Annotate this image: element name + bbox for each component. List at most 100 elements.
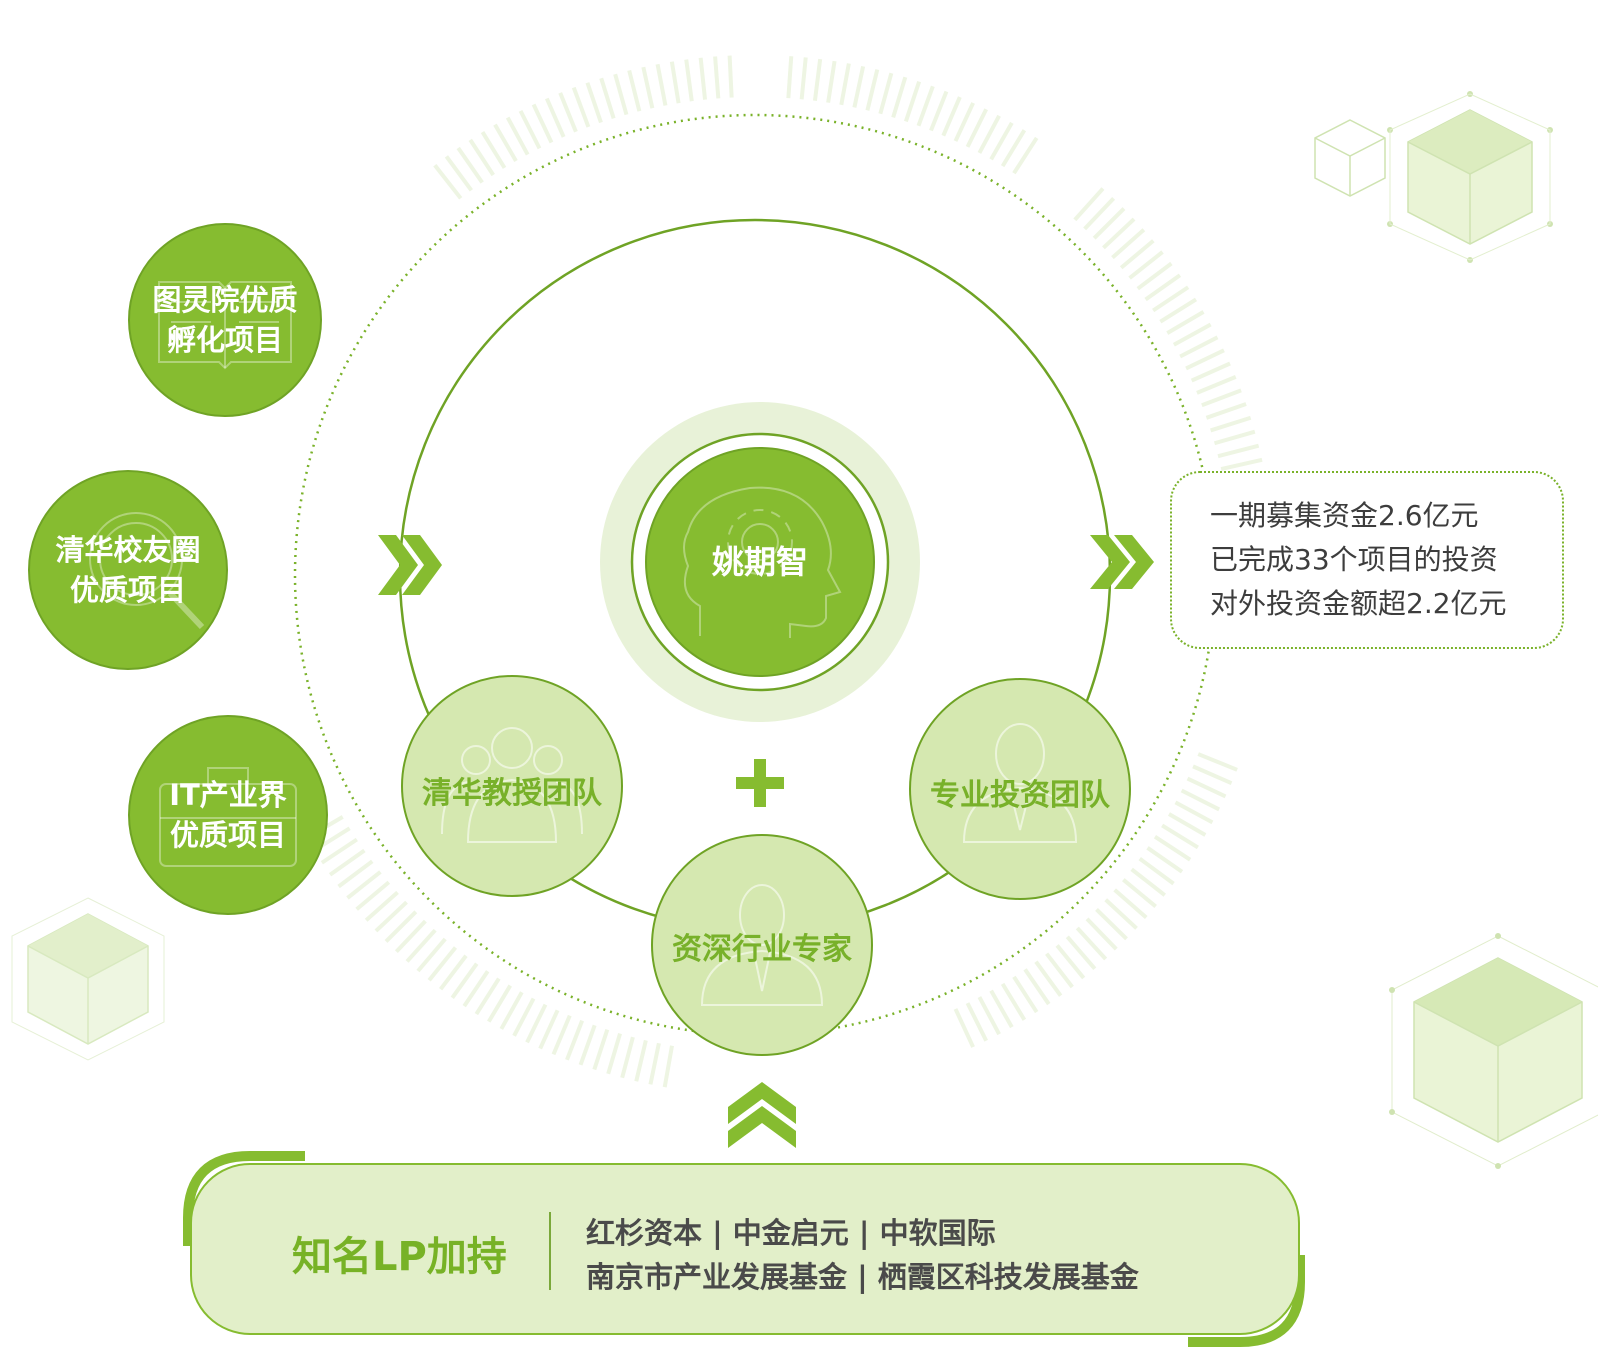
businessman-icon <box>962 723 1078 843</box>
decorative-tick <box>1174 800 1214 825</box>
decorative-tick <box>480 131 507 169</box>
decorative-tick <box>1065 935 1097 970</box>
decorative-tick <box>571 86 591 128</box>
decorative-tick <box>977 996 1001 1036</box>
decorative-tick <box>1104 898 1138 930</box>
group-people-icon <box>441 727 583 843</box>
decorative-tick <box>1192 764 1233 786</box>
decorative-tick <box>965 108 989 148</box>
decorative-tick <box>405 928 437 963</box>
decorative-tick <box>1166 310 1205 335</box>
decorative-tick <box>1167 812 1207 837</box>
lp-title: 知名LP加持 <box>292 1234 507 1280</box>
decorative-tick <box>1000 129 1027 168</box>
head-gear-icon <box>683 486 842 638</box>
decorative-tick <box>1113 888 1148 920</box>
decorative-tick <box>444 155 473 192</box>
decorative-tick <box>525 1003 548 1044</box>
decorative-tick <box>364 890 399 922</box>
decorative-tick <box>1122 878 1157 909</box>
decorative-tick <box>320 837 358 865</box>
source-circle-alumni-bg <box>28 470 228 670</box>
decorative-tick <box>551 1014 572 1056</box>
decorative-tick <box>512 997 536 1037</box>
decorative-tick <box>713 56 721 99</box>
decorative-tick <box>1190 361 1231 383</box>
decorative-tick <box>384 910 418 943</box>
decorative-tick <box>450 962 479 999</box>
decorative-tick <box>989 121 1014 161</box>
decorative-tick <box>1045 952 1074 989</box>
team-label-professors: 清华教授团队 <box>422 776 602 811</box>
source-label-alumni: 清华校友圈 优质项目 <box>55 533 201 607</box>
result-line-2: 已完成33个项目的投资 <box>1210 543 1498 576</box>
result-line-3: 对外投资金额超2.2亿元 <box>1210 587 1507 620</box>
decorative-tick <box>812 58 823 102</box>
decorative-tick <box>1179 335 1219 359</box>
decorative-tick <box>1152 285 1190 313</box>
decorative-tick <box>1172 322 1212 347</box>
decorative-tick <box>374 900 408 933</box>
decorative-tick <box>799 57 808 100</box>
decorative-tick <box>462 970 490 1008</box>
source-label-turing: 图灵院优质 孵化项目 <box>152 283 298 357</box>
decorative-tick <box>346 870 382 900</box>
decorative-tick <box>1201 388 1242 408</box>
decorative-tick <box>1055 944 1086 980</box>
lp-bar-accents <box>183 1151 1305 1347</box>
decorative-tick <box>1144 273 1182 302</box>
decorative-tick <box>433 164 463 200</box>
cube-decoration-bottom-right <box>1389 933 1598 1169</box>
decorative-tick <box>929 90 949 132</box>
decorative-tick <box>1085 917 1118 951</box>
decorative-tick <box>337 859 374 889</box>
decorative-tick <box>1159 297 1198 324</box>
team-label-experts: 资深行业专家 <box>672 932 852 967</box>
decorative-tick <box>669 61 681 104</box>
decorative-tick <box>641 66 655 109</box>
decorative-tick <box>1197 752 1238 772</box>
decorative-tick <box>1023 968 1051 1006</box>
decorative-tick <box>1136 261 1173 291</box>
briefcase-icon <box>159 767 297 867</box>
decorative-tick <box>684 59 694 102</box>
decorative-tick <box>852 65 866 108</box>
decorative-tick <box>1102 217 1136 250</box>
decorative-tick <box>891 76 908 118</box>
decorative-tick <box>1161 823 1199 850</box>
decorative-tick <box>953 1008 975 1048</box>
book-icon <box>158 281 292 370</box>
decorative-tick <box>648 1042 661 1085</box>
decorative-tick <box>355 880 391 911</box>
decorative-tick <box>474 977 501 1016</box>
decorative-tick <box>826 60 837 103</box>
decorative-tick <box>1075 926 1108 961</box>
lp-partners-line-2: 南京市产业发展基金 | 栖霞区科技发展基金 <box>586 1260 1139 1294</box>
decorative-tick <box>565 1019 585 1061</box>
decorative-tick <box>662 1045 674 1088</box>
decorative-tick <box>1128 250 1164 280</box>
decorative-tick <box>1000 982 1027 1021</box>
decorative-tick <box>585 82 603 124</box>
decorative-tick <box>1220 457 1263 472</box>
decorative-tick <box>953 102 975 142</box>
decorative-tick <box>865 69 880 111</box>
source-label-it: IT产业界 优质项目 <box>169 778 287 852</box>
decorative-tick <box>499 991 524 1030</box>
decorative-tick <box>941 96 962 137</box>
decorative-tick <box>786 56 794 99</box>
left-arrow-chevrons <box>378 535 442 595</box>
team-circle-professors-bg <box>401 675 623 897</box>
decorative-tick <box>1083 197 1116 231</box>
decorative-tick <box>1092 207 1126 240</box>
decorative-tick <box>1034 960 1063 997</box>
decorative-tick <box>727 55 734 98</box>
decorative-tick <box>456 146 484 184</box>
decorative-tick <box>839 63 851 106</box>
decorative-tick <box>505 116 530 156</box>
decorative-tick <box>1146 846 1184 874</box>
decorative-tick <box>599 77 616 119</box>
lp-divider <box>549 1212 551 1290</box>
source-circle-turing-bg <box>128 223 322 417</box>
